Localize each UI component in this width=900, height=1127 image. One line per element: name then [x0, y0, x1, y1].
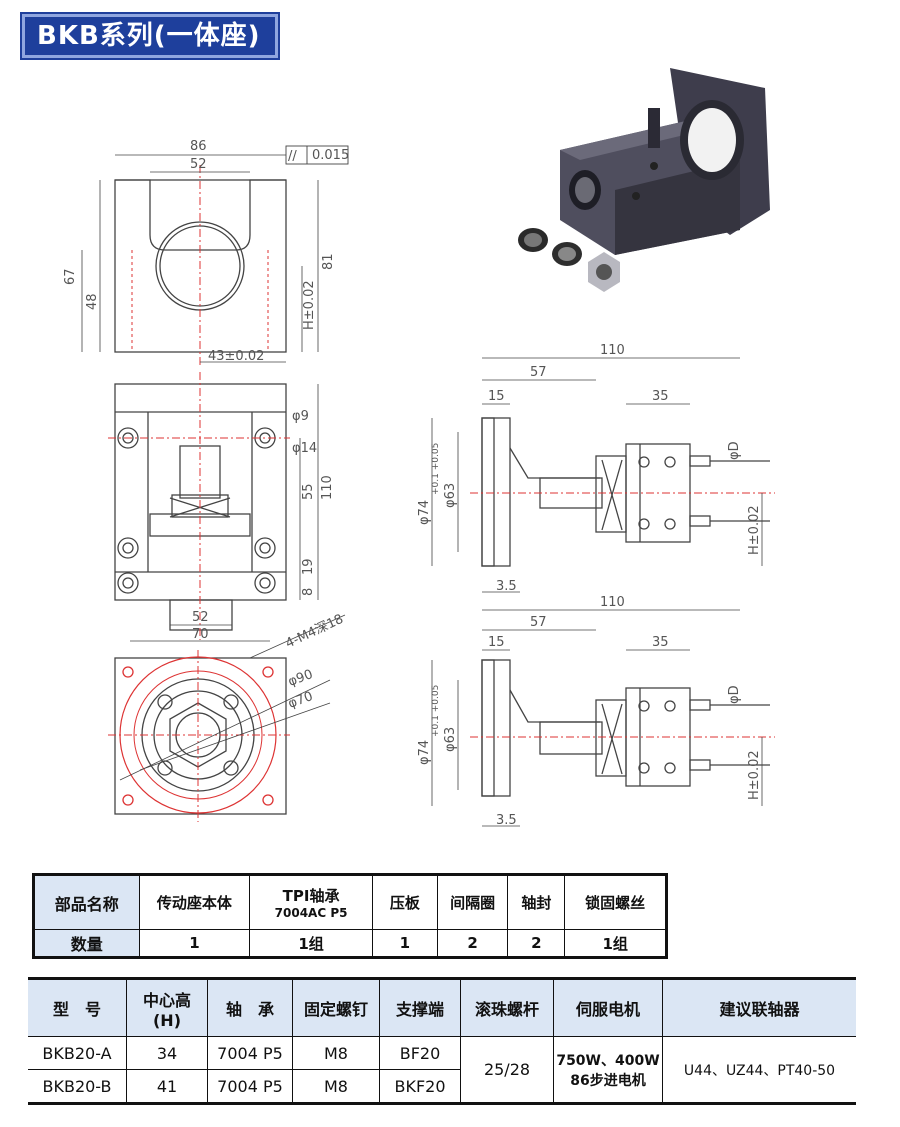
side1-dim-h: H±0.02 [747, 505, 762, 555]
model-header-support: 支撑端 [379, 978, 461, 1037]
row-b-support: BKF20 [379, 1069, 461, 1104]
dim-h-tol-front: H±0.02 [302, 280, 317, 330]
dim-phi14: φ14 [292, 441, 317, 456]
parts-table: 部品名称 传动座本体 TPI轴承 7004AC P5 压板 间隔圈 轴封 锁固螺… [32, 873, 668, 959]
row-b-screw: M8 [292, 1069, 380, 1104]
side2-dim-phi74-tol: +0.1 +0.05 [431, 685, 441, 737]
parts-header-plate: 压板 [371, 874, 438, 930]
side2-dim-phi63: φ63 [443, 727, 458, 752]
row-b-model: BKB20-B [28, 1069, 127, 1104]
side1-dim-57: 57 [530, 365, 547, 380]
parts-header-bearing: TPI轴承 7004AC P5 [249, 874, 373, 930]
parts-header-body: 传动座本体 [138, 874, 251, 930]
dim-110-v: 110 [320, 475, 335, 500]
dim-86: 86 [190, 139, 207, 154]
model-header-coupling: 建议联轴器 [662, 978, 856, 1037]
side1-dim-phi74: φ74 [417, 500, 432, 525]
end-view-outline [114, 657, 287, 815]
ball-screw-cell: 25/28 [460, 1036, 554, 1104]
side-view-1 [431, 357, 775, 593]
model-header-bearing: 轴 承 [207, 978, 293, 1037]
side-view-2 [431, 609, 775, 827]
side1-dim-110: 110 [600, 343, 625, 358]
dim-phi70: φ70 [286, 689, 315, 712]
side1-dim-phi63: φ63 [443, 483, 458, 508]
side1-dim-35: 35 [652, 389, 669, 404]
parts-header-spacer: 间隔圈 [436, 874, 509, 930]
parts-header-seal: 轴封 [507, 874, 566, 930]
dim-phi9: φ9 [292, 409, 309, 424]
parts-header-bearing-sub: 7004AC P5 [274, 906, 348, 920]
side1-dim-3-5: 3.5 [496, 579, 517, 594]
side2-dim-phi74: φ74 [417, 740, 432, 765]
dim-67: 67 [63, 268, 78, 285]
product-render-image [518, 68, 770, 292]
row-a-bearing: 7004 P5 [207, 1036, 293, 1070]
row-a-support: BF20 [379, 1036, 461, 1070]
side2-dim-110: 110 [600, 595, 625, 610]
model-header-center-height-label: 中心高 [142, 990, 191, 1010]
side2-dim-3-5: 3.5 [496, 813, 517, 828]
dim-phi90: φ90 [286, 667, 315, 690]
dim-48: 48 [85, 293, 100, 310]
side2-dim-15: 15 [488, 635, 505, 650]
servo-line-2: 86步进电机 [570, 1072, 646, 1089]
dim-8: 8 [301, 588, 316, 596]
model-header-center-height-h: (H) [152, 1010, 181, 1030]
parallel-symbol: // [288, 149, 297, 164]
parts-header-screw: 锁固螺丝 [564, 874, 667, 930]
row-a-h: 34 [126, 1036, 208, 1070]
dim-52-top: 52 [190, 157, 207, 172]
parts-qty-screw: 1组 [564, 929, 667, 958]
parts-header-name: 部品名称 [33, 874, 140, 930]
dim-70: 70 [192, 627, 209, 642]
row-b-h: 41 [126, 1069, 208, 1104]
parts-qty-spacer: 2 [436, 929, 509, 958]
technical-drawing: 86 52 0.015 // 67 48 81 H±0.02 43±0.02 φ… [63, 68, 775, 828]
side1-dim-phid: φD [727, 441, 742, 460]
side1-dim-phi74-tol: +0.1 +0.05 [431, 443, 441, 495]
dim-81: 81 [321, 253, 336, 270]
model-header-ball-screw: 滚珠螺杆 [460, 978, 554, 1037]
parts-header-bearing-label: TPI轴承 [282, 887, 340, 905]
servo-cell: 750W、400W 86步进电机 [553, 1036, 663, 1104]
dim-m4: 4-M4深18 [283, 612, 346, 652]
dim-55: 55 [301, 483, 316, 500]
side2-dim-h: H±0.02 [747, 750, 762, 800]
parts-qty-bearing: 1组 [249, 929, 373, 958]
dim-52-mid: 52 [192, 610, 209, 625]
side2-dim-phid: φD [727, 685, 742, 704]
side1-dim-15: 15 [488, 389, 505, 404]
servo-line-1: 750W、400W [556, 1052, 660, 1069]
page-title: BKB系列(一体座) [20, 12, 280, 60]
dim-19: 19 [301, 558, 316, 575]
parts-qty-plate: 1 [371, 929, 438, 958]
model-header-center-height: 中心高 (H) [126, 978, 208, 1037]
parts-qty-label: 数量 [33, 929, 140, 958]
row-a-model: BKB20-A [28, 1036, 127, 1070]
parts-qty-seal: 2 [507, 929, 566, 958]
model-header-screw: 固定螺钉 [292, 978, 380, 1037]
model-header-model: 型 号 [28, 978, 127, 1037]
side2-dim-57: 57 [530, 615, 547, 630]
flatness-value: 0.015 [312, 148, 349, 163]
row-a-screw: M8 [292, 1036, 380, 1070]
dim-43: 43±0.02 [208, 349, 264, 364]
model-header-servo: 伺服电机 [553, 978, 663, 1037]
coupling-cell: U44、UZ44、PT40-50 [662, 1036, 856, 1104]
model-table: 型 号 中心高 (H) 轴 承 固定螺钉 支撑端 滚珠螺杆 伺服电机 建议联轴器… [28, 977, 856, 1105]
parts-qty-body: 1 [138, 929, 251, 958]
side2-dim-35: 35 [652, 635, 669, 650]
row-b-bearing: 7004 P5 [207, 1069, 293, 1104]
